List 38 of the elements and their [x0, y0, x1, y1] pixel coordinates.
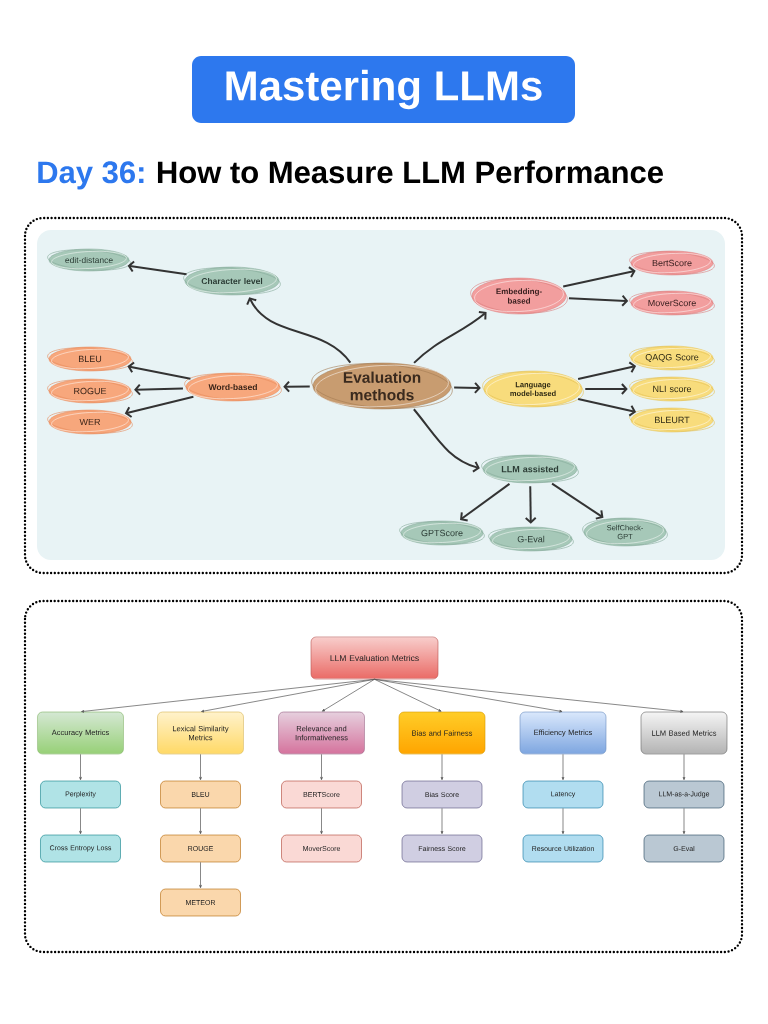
arrow: [584, 383, 628, 395]
arrow: [124, 395, 195, 418]
title-banner: Mastering LLMs: [192, 56, 575, 123]
arrow: [199, 861, 202, 889]
arrow: [551, 482, 604, 520]
arrow: [567, 294, 629, 307]
subtitle: How to Measure LLM Performance: [157, 160, 663, 184]
arrow: [134, 383, 184, 396]
arrow: [577, 361, 637, 380]
arrow: [412, 408, 480, 473]
arrow: [320, 807, 323, 835]
arrow: [440, 807, 444, 835]
arrow: [201, 678, 375, 713]
arrow: [577, 398, 637, 417]
arrow: [321, 678, 375, 712]
subtitle-prefix: Day 36:: [38, 161, 144, 190]
arrow: [246, 297, 352, 364]
arrow: [453, 381, 481, 394]
arrow: [561, 753, 565, 781]
arrow: [413, 310, 487, 364]
arrow: [562, 266, 636, 288]
arrow: [127, 260, 188, 276]
arrow: [320, 753, 323, 781]
arrow: [460, 482, 511, 522]
arrow: [79, 753, 82, 781]
arrow: [524, 485, 537, 524]
arrow: [374, 678, 442, 712]
arrow: [79, 807, 82, 835]
arrow: [682, 807, 686, 835]
arrow: [199, 807, 202, 835]
root-box: LLM Evaluation Metrics: [310, 636, 439, 680]
arrow: [440, 753, 444, 781]
arrow: [199, 753, 202, 781]
arrow: [283, 380, 311, 393]
arrow: [682, 753, 686, 781]
arrow: [374, 678, 684, 713]
arrow: [127, 361, 192, 380]
arrow: [561, 807, 565, 835]
